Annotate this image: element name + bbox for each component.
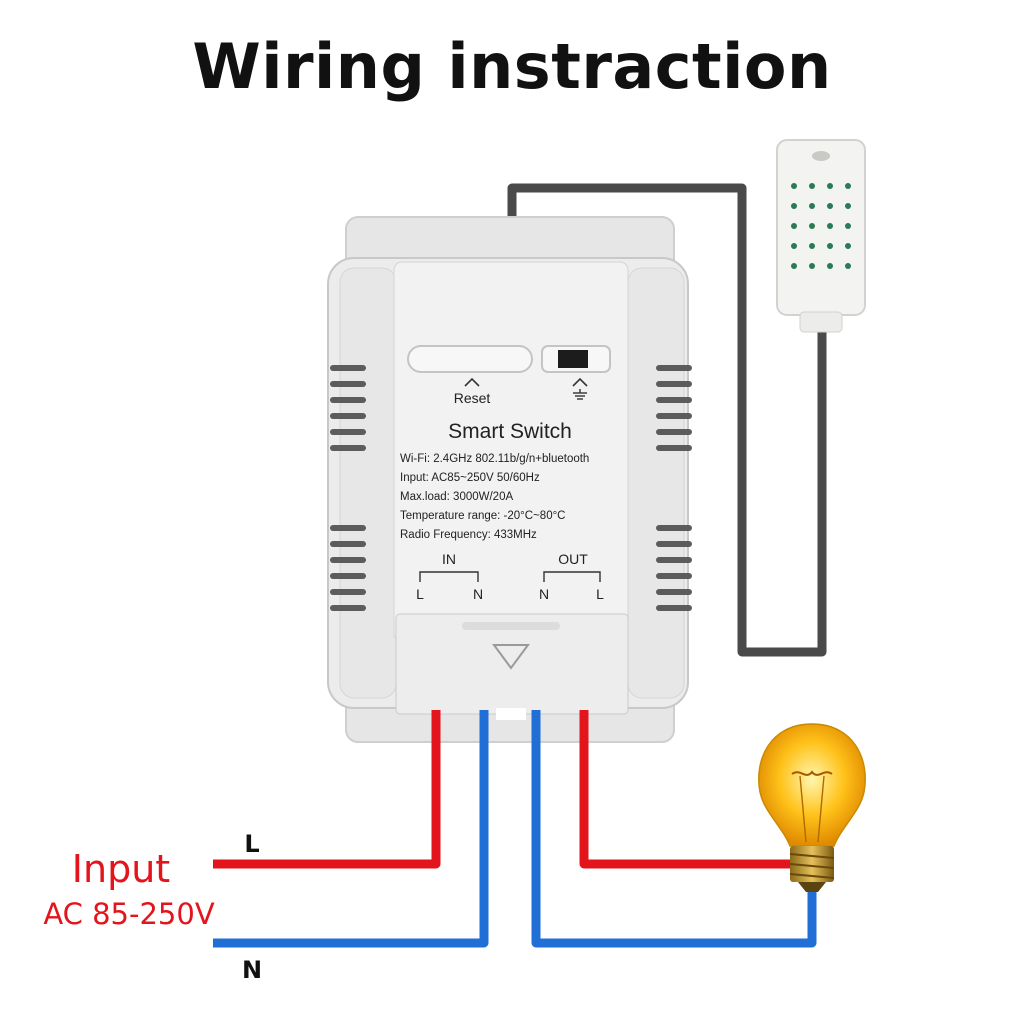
- in-terminal-l: L: [416, 586, 424, 602]
- sensor-cable: [507, 183, 827, 657]
- in-terminal-n: N: [473, 586, 483, 602]
- device-name: Smart Switch: [448, 420, 572, 443]
- page-title: Wiring instraction: [192, 30, 832, 103]
- input-neutral-wire: [213, 710, 489, 948]
- neutral-label: N: [242, 956, 262, 984]
- input-label: Input: [72, 847, 170, 891]
- vent-slots: [330, 365, 692, 611]
- reset-button[interactable]: [407, 345, 533, 373]
- line-label: L: [244, 830, 259, 858]
- out-bracket: [543, 571, 601, 582]
- temperature-sensor: [776, 139, 866, 333]
- out-label: OUT: [558, 551, 588, 567]
- spec-max-load: Max.load: 3000W/20A: [400, 491, 513, 503]
- out-terminal-l: L: [596, 586, 604, 602]
- spec-input: Input: AC85~250V 50/60Hz: [400, 472, 540, 484]
- input-live-wire: [213, 710, 441, 869]
- switch-arrow-icon: [572, 377, 588, 387]
- input-voltage-label: AC 85-250V: [43, 897, 215, 931]
- ground-icon: [573, 389, 587, 400]
- out-terminal-n: N: [539, 586, 549, 602]
- reset-arrow-icon: [464, 377, 480, 387]
- in-bracket: [419, 571, 479, 582]
- spec-temperature-range: Temperature range: -20°C~80°C: [400, 510, 566, 522]
- spec-wifi: Wi-Fi: 2.4GHz 802.11b/g/n+bluetooth: [400, 453, 589, 465]
- device-front-panel: [393, 261, 629, 643]
- reset-label: Reset: [454, 390, 491, 406]
- output-live-wire: [579, 710, 800, 869]
- output-neutral-wire: [531, 710, 817, 948]
- light-bulb-icon: [758, 723, 866, 892]
- spec-radio-frequency: Radio Frequency: 433MHz: [400, 529, 537, 541]
- cover-arrow-icon: [492, 644, 530, 670]
- in-label: IN: [442, 551, 456, 567]
